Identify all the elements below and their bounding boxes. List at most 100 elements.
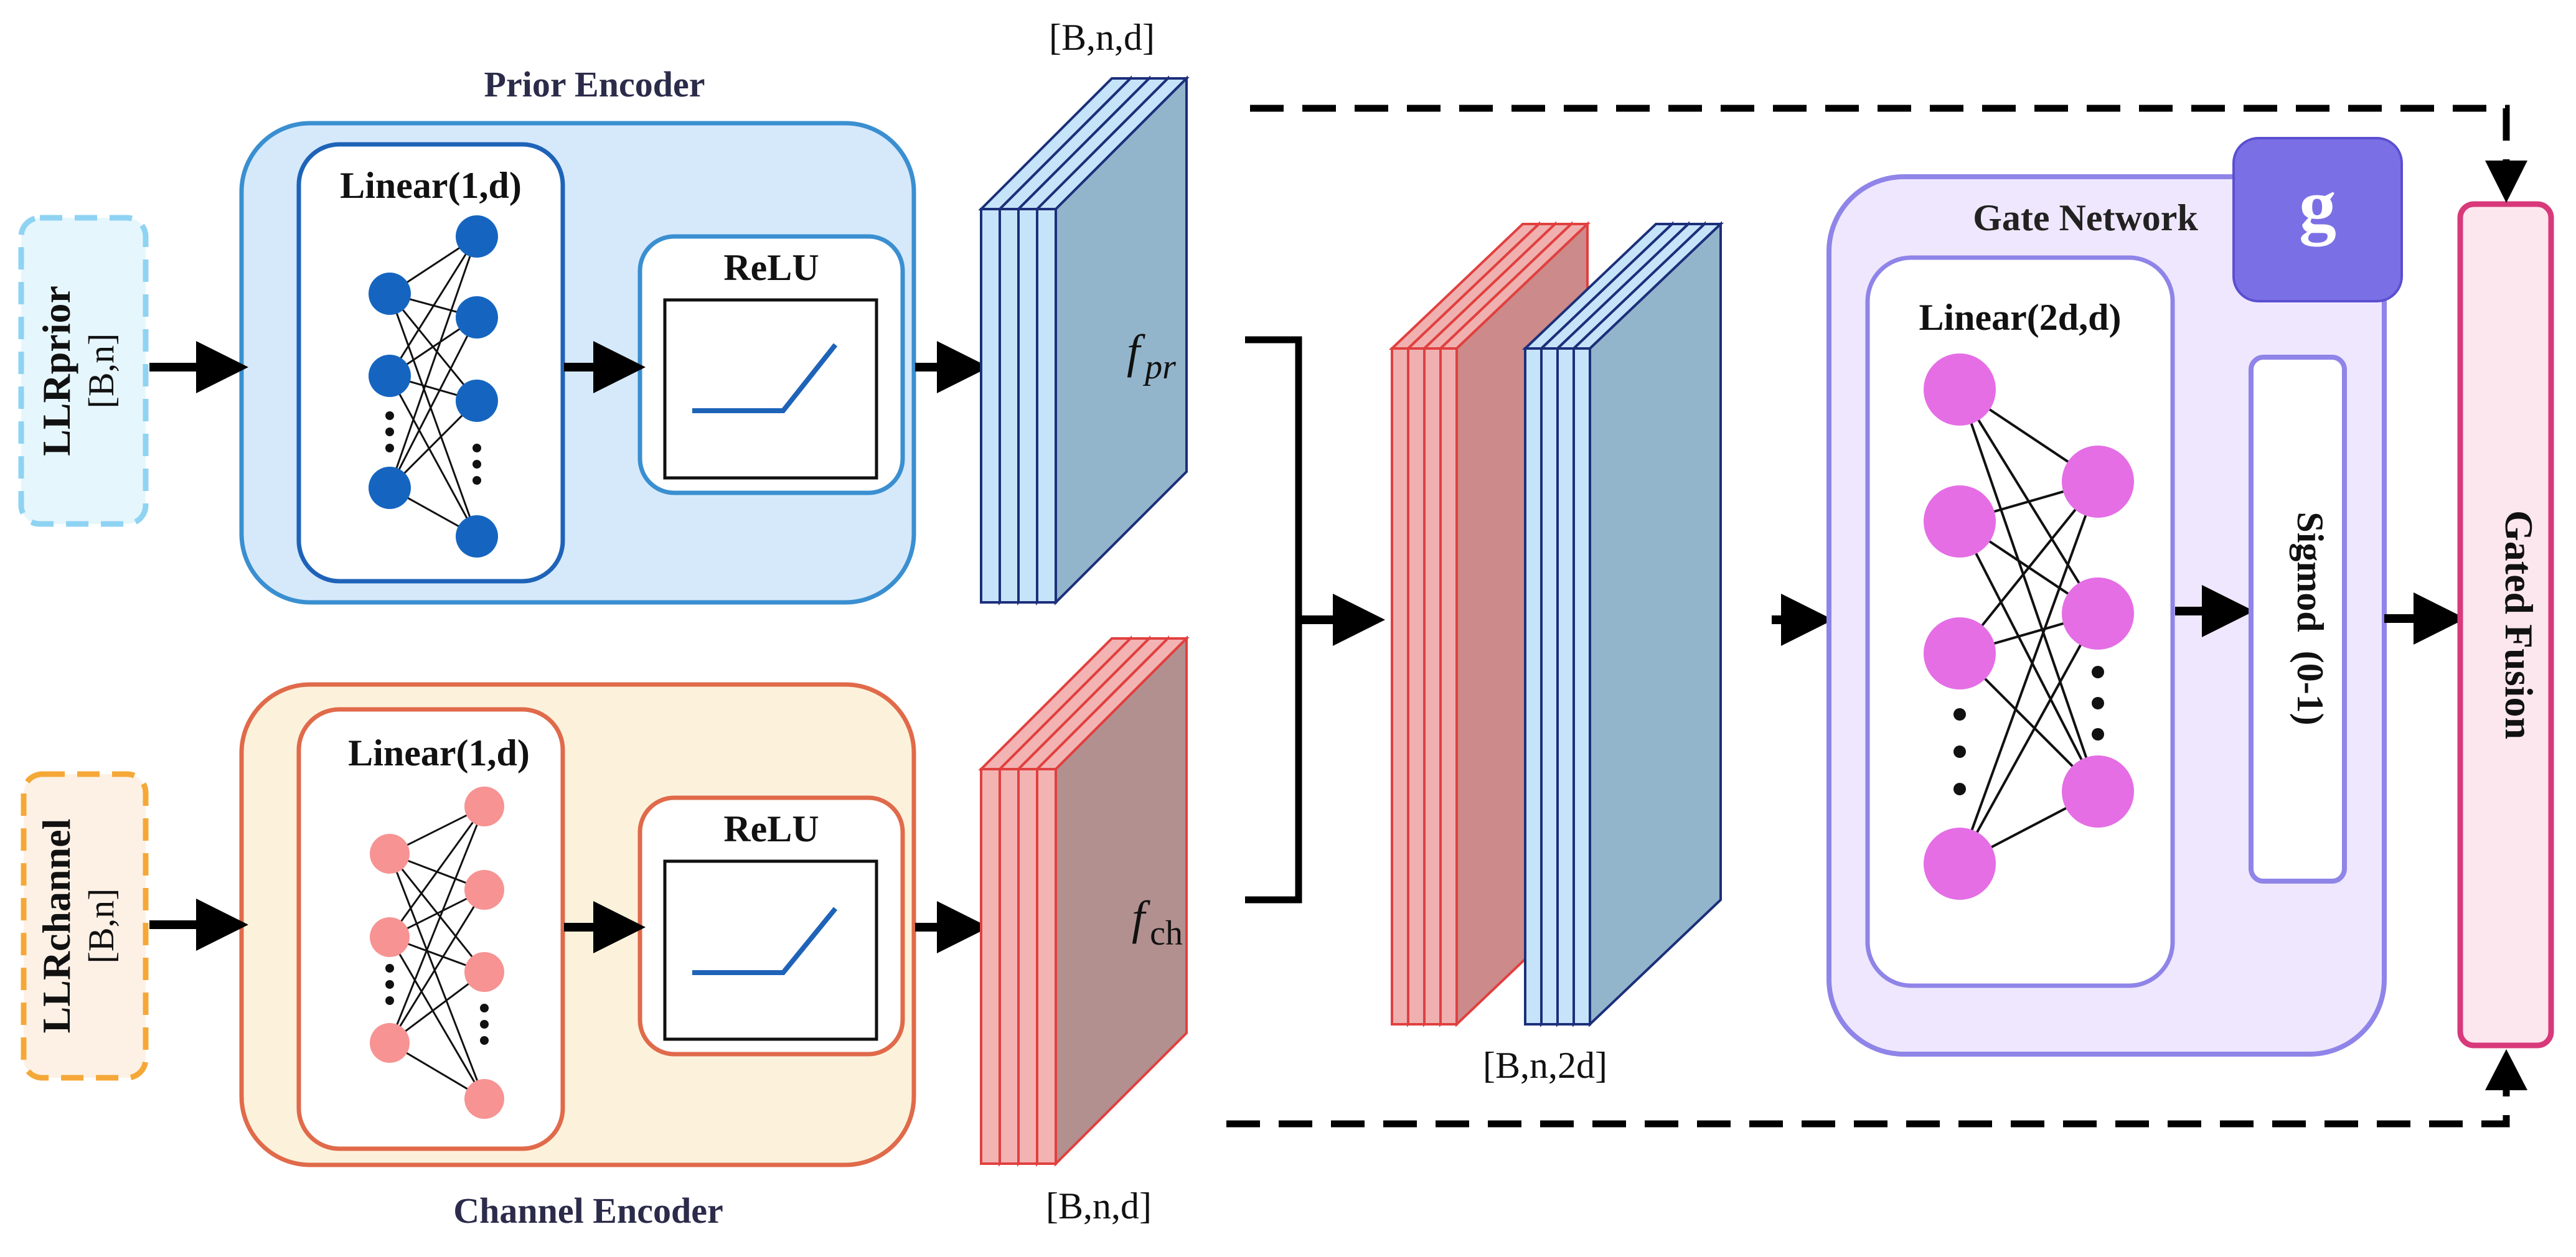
channel-input-label: LLRchannel [34,819,78,1034]
neuron [456,380,498,422]
neuron [464,870,504,910]
feature-slab-front [1572,347,1591,1026]
channel-relu-plot-frame [663,859,878,1041]
ellipsis-dot [1953,708,1966,721]
channel-skip-arrowhead [2485,1049,2527,1090]
network-edge [388,317,478,488]
neuron [1924,485,1996,558]
ellipsis-dot [2092,666,2104,678]
prior-feature-shape: [B,n,d] [1049,17,1155,58]
neuron [1924,617,1996,689]
gate-network-title: Gate Network [1973,197,2198,238]
feature-slab-front [1423,347,1442,1026]
channel-linear-box [296,707,565,1151]
neuron [456,515,498,558]
gated-fusion-box [2457,201,2554,1049]
prior-linear-network [369,215,498,558]
feature-slab-front [1036,768,1057,1165]
ellipsis-dot [2092,697,2104,709]
gate-badge-letter: g [2299,164,2336,247]
feature-slab-front [1407,347,1426,1026]
merge-connector [1245,336,1385,904]
ellipsis-dot [1953,745,1966,758]
network-edge [388,937,486,1100]
channel-feature-shape: [B,n,d] [1046,1185,1152,1227]
network-edge [1958,481,2099,864]
channel-skip-connection [1226,1065,2510,1128]
feature-slab-front [980,208,1001,604]
prior-input-shape: [B,n] [81,334,121,409]
network-edge [388,375,478,537]
prior-relu-label: ReLU [723,247,819,288]
ellipsis-dot [385,980,394,989]
neuron [370,834,410,874]
ellipsis-dot [472,476,481,485]
feature-slab-front [1391,347,1409,1026]
channel-feature-subscript: ch [1150,914,1183,953]
network-edge [388,806,486,1044]
ellipsis-dot [1953,783,1966,795]
channel-input-box: LLRchannel [B,n] [21,771,149,1081]
prior-relu-plot-frame [663,298,878,480]
ellipsis-dot [385,428,394,436]
prior-encoder-title: Prior Encoder [484,64,705,105]
ellipsis-dot [2092,728,2104,741]
ellipsis-dot [472,460,481,469]
channel-linear-network [370,787,504,1119]
feature-slab-front [1017,768,1038,1165]
channel-encoder-title: Channel Encoder [453,1190,723,1231]
neuron [2062,755,2134,828]
neuron [464,787,504,826]
feature-slab-front [1556,347,1575,1026]
network-edge [388,889,486,1044]
feature-slab-front [1540,347,1559,1026]
prior-relu-curve [692,343,838,413]
ellipsis-dot [480,1020,489,1029]
gate-linear-network [1924,353,2134,900]
network-edge [1958,480,2099,655]
neuron [456,215,498,258]
feature-slab-front [980,768,1001,1165]
neuron [1924,828,1996,900]
ellipsis-dot [472,444,481,452]
network-edge [388,293,478,537]
concat-feature-shape: [B,n,2d] [1483,1045,1607,1086]
prior-linear-box [296,142,565,584]
ellipsis-dot [385,444,394,452]
channel-input-shape: [B,n] [81,889,121,964]
neuron [369,467,411,509]
network-edge [388,806,486,938]
prior-feature-subscript: pr [1142,348,1176,386]
ellipsis-dot [480,1036,489,1045]
neuron [464,952,504,992]
neuron [370,1023,410,1063]
network-edge [1958,613,2099,864]
prior-skip-arrowhead [2485,161,2527,203]
feature-slab-front [999,208,1020,604]
neuron [369,355,411,397]
gate-badge: g [2232,137,2403,302]
neuron [2062,446,2134,518]
prior-input-box: LLRprior [B,n] [18,215,149,527]
prior-feature-stack [978,75,1190,605]
gate-linear-label: Linear(2d,d) [1919,297,2121,338]
neuron [2062,577,2134,650]
network-edge [388,853,486,1100]
sigmoid-box [2249,355,2347,884]
feature-slab-front [1524,347,1543,1026]
network-edge [1958,389,2099,792]
prior-input-label: LLRprior [34,286,78,456]
network-edge [1958,521,2099,792]
feature-slab-front [1017,208,1038,604]
neuron [1924,353,1996,426]
ellipsis-dot [385,964,394,973]
channel-relu-curve [692,907,838,975]
feature-slab-side [1589,221,1722,1027]
sigmoid-label: Sigmod (0-1) [2290,512,2331,725]
concat-feature-stack [1389,221,1724,1027]
neuron [370,917,410,957]
channel-linear-label: Linear(1,d) [348,732,530,773]
feature-slab-front [1036,208,1057,604]
ellipsis-dot [385,411,394,420]
prior-linear-label: Linear(1,d) [340,165,522,206]
